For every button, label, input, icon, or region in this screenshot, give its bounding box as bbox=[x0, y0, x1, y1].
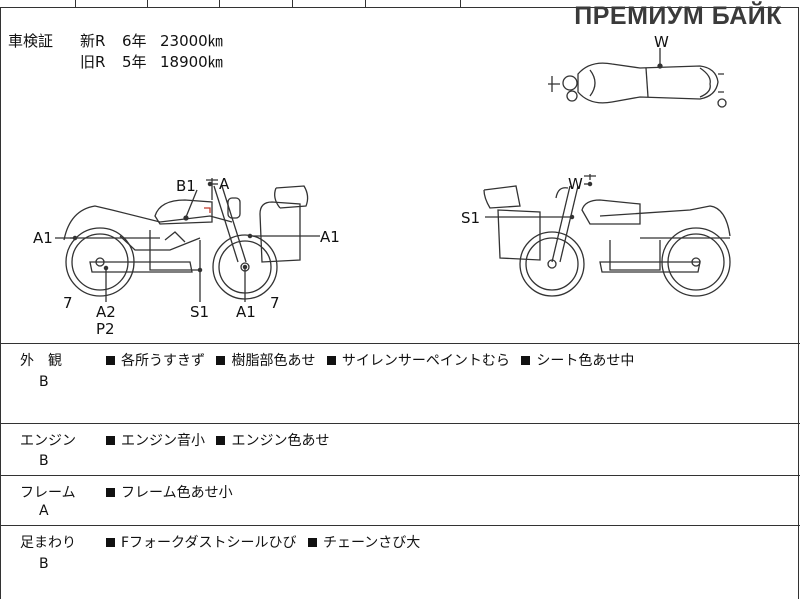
label-top-w: W bbox=[654, 33, 669, 51]
note-item: フレーム色あせ小 bbox=[121, 485, 233, 501]
label-p2: P2 bbox=[96, 320, 115, 338]
label-a-top: A bbox=[219, 175, 230, 193]
bullet-square-icon bbox=[106, 488, 115, 497]
label-a1-right: A1 bbox=[320, 228, 340, 246]
bullet-square-icon bbox=[307, 538, 317, 547]
label-right-s1: S1 bbox=[461, 209, 481, 227]
motorcycle-diagram bbox=[55, 48, 731, 302]
inspection-type: 新R bbox=[80, 32, 106, 50]
section-notes: エンジン音小 エンジン色あせ bbox=[106, 430, 336, 450]
label-right-w: W bbox=[568, 175, 583, 193]
section-name: 外 観 bbox=[20, 353, 62, 369]
bullet-square-icon bbox=[106, 356, 115, 365]
section-exterior: 外 観 B 各所うすきず 樹脂部色あせ サイレンサーペイントむら シート色あせ中 bbox=[0, 343, 800, 423]
note-item: 樹脂部色あせ bbox=[231, 353, 316, 369]
section-name: 足まわり bbox=[20, 535, 76, 551]
note-item: サイレンサーペイントむら bbox=[341, 353, 510, 369]
label-b1: B1 bbox=[176, 177, 196, 195]
bullet-square-icon bbox=[521, 356, 531, 365]
top-view-motorcycle bbox=[548, 48, 727, 108]
bullet-square-icon bbox=[106, 538, 115, 547]
right-side-view-motorcycle bbox=[483, 174, 731, 297]
note-item: Fフォークダストシールひび bbox=[121, 535, 297, 551]
section-engine: エンジン B エンジン音小 エンジン色あせ bbox=[0, 423, 800, 475]
cut-off-header-row bbox=[0, 0, 800, 8]
bullet-square-icon bbox=[326, 356, 336, 365]
label-a2: A2 bbox=[96, 303, 116, 321]
section-grade: B bbox=[39, 453, 49, 469]
section-name: フレーム bbox=[20, 485, 76, 501]
inspection-row-old: 旧R 5年 18900㎞ bbox=[80, 52, 223, 73]
watermark-logo: ПРЕМИУМ БАЙК bbox=[574, 2, 782, 30]
bullet-square-icon bbox=[106, 436, 115, 445]
left-side-view-motorcycle bbox=[55, 178, 320, 302]
section-suspension: 足まわり B Fフォークダストシールひび チェーンさび大 bbox=[0, 525, 800, 600]
inspection-label: 車検証 bbox=[8, 32, 54, 50]
note-item: 各所うすきず bbox=[121, 353, 205, 369]
section-notes: 各所うすきず 樹脂部色あせ サイレンサーペイントむら シート色あせ中 bbox=[106, 350, 641, 370]
inspection-km: 18900㎞ bbox=[160, 53, 223, 71]
section-grade: A bbox=[39, 503, 49, 519]
bullet-square-icon bbox=[216, 356, 226, 365]
sheet-frame bbox=[0, 7, 799, 599]
inspection-year: 6年 bbox=[122, 32, 147, 50]
section-grade: B bbox=[39, 556, 49, 572]
section-notes: Fフォークダストシールひび チェーンさび大 bbox=[106, 532, 427, 552]
label-7-right: 7 bbox=[270, 294, 280, 312]
label-a1-bottom: A1 bbox=[236, 303, 256, 321]
note-item: エンジン色あせ bbox=[231, 433, 330, 449]
section-notes: フレーム色あせ小 bbox=[106, 482, 240, 502]
inspection-row-new: 新R 6年 23000㎞ bbox=[80, 31, 223, 52]
inspection-type: 旧R bbox=[80, 53, 106, 71]
inspection-km: 23000㎞ bbox=[160, 32, 223, 50]
label-s1: S1 bbox=[190, 303, 210, 321]
inspection-year: 5年 bbox=[122, 53, 147, 71]
section-frame: フレーム A フレーム色あせ小 bbox=[0, 475, 800, 525]
bullet-square-icon bbox=[216, 436, 226, 445]
note-item: シート色あせ中 bbox=[536, 353, 635, 369]
note-item: エンジン音小 bbox=[121, 433, 205, 449]
note-item: チェーンさび大 bbox=[322, 535, 421, 551]
label-7-left: 7 bbox=[63, 294, 73, 312]
section-grade: B bbox=[39, 374, 49, 390]
section-name: エンジン bbox=[20, 433, 76, 449]
label-a1-left: A1 bbox=[33, 229, 53, 247]
